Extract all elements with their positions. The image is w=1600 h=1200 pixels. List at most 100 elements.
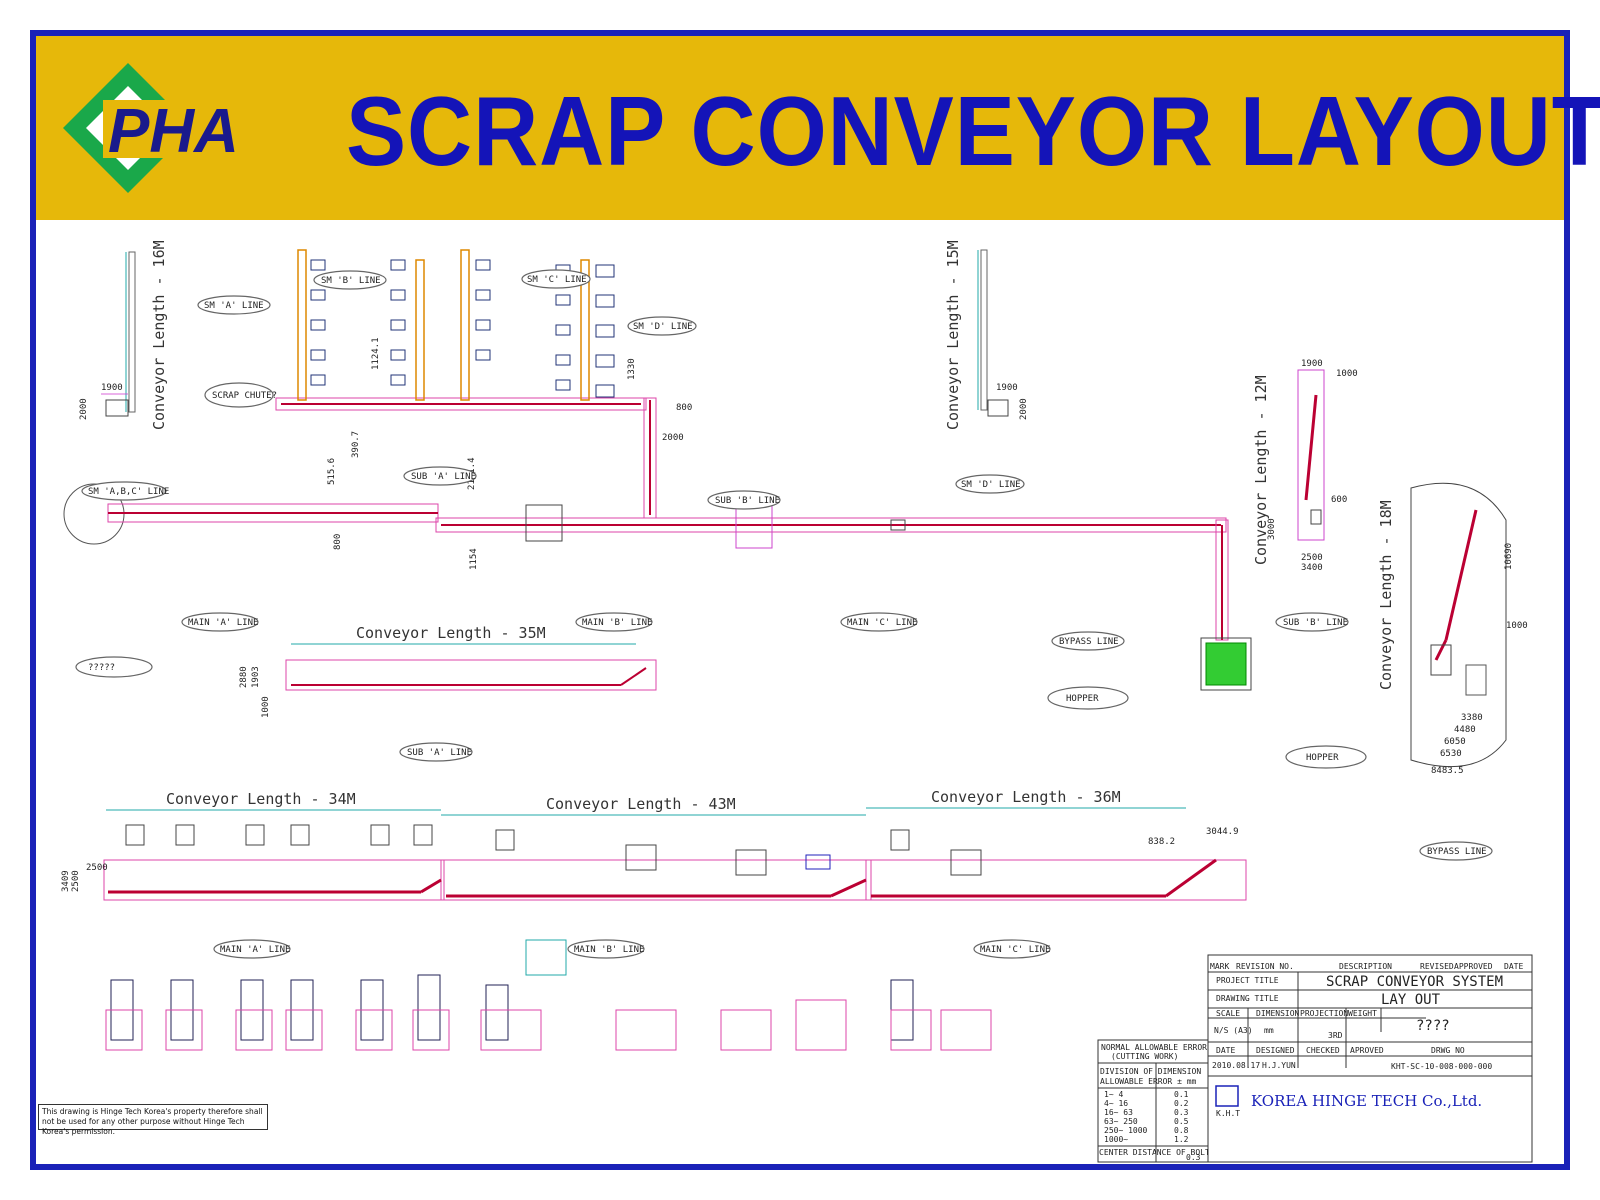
svg-text:16~ 63: 16~ 63 [1104,1108,1133,1117]
svg-text:DESIGNED: DESIGNED [1256,1046,1295,1055]
svg-text:APROVED: APROVED [1350,1046,1384,1055]
dim-label: 1000 [261,696,271,718]
main-line-plan [63,483,1252,691]
dim-label: 2500 [86,863,108,873]
svg-text:K.H.T: K.H.T [1216,1109,1240,1118]
dim-label: 2000 [79,398,89,420]
tolerance-footer: CENTER DISTANCE OF BOLT HOLE & TAP [1099,1148,1263,1157]
dim-label: 8483.5 [1431,766,1464,776]
svg-text:0.3: 0.3 [1174,1108,1189,1117]
conveyor-length-label: Conveyor Length - 16M [150,240,168,430]
svg-text:WEIGHT: WEIGHT [1348,1009,1377,1018]
layout-drawing: 1900 2000 Conveyor Length - 16M [61,240,1533,1163]
svg-text:3RD: 3RD [1328,1031,1343,1040]
dim-label: 2500 [1301,553,1323,563]
tolerance-table: NORMAL ALLOWABLE ERROR (CUTTING WORK) DI… [1097,1039,1263,1163]
svg-text:63~ 250: 63~ 250 [1104,1117,1138,1126]
dim-label: 1900 [101,383,123,393]
conveyor-length-label: Conveyor Length - 35M [356,624,546,642]
conveyor-length-label: Conveyor Length - 36M [931,788,1121,806]
logo-text: PHA [108,97,239,166]
svg-text:mm: mm [1264,1026,1274,1035]
callout-label: SUB 'A' LINE [407,748,472,758]
dim-label: 3409 [61,870,71,892]
callout-label: SM 'B' LINE [321,276,381,286]
dim-label: 3400 [1301,563,1323,573]
callout-label: BYPASS LINE [1059,637,1119,647]
drawing-title: LAY OUT [1381,992,1441,1008]
drawing-number: KHT-SC-10-008-000-000 [1391,1062,1492,1071]
header-banner: PHA SCRAP CONVEYOR LAYOUT [36,36,1600,220]
dim-label: 800 [333,534,343,550]
svg-text:0.5: 0.5 [1174,1117,1189,1126]
callout-label: HOPPER [1306,753,1339,763]
svg-text:DATE: DATE [1216,1046,1235,1055]
dim-label: 1124.1 [371,337,381,370]
svg-text:1~ 4: 1~ 4 [1104,1090,1123,1099]
title-block: MARK REVISION NO. DESCRIPTION REVISED AP… [1207,954,1533,1163]
callout-label: MAIN 'B' LINE [574,945,644,955]
callout-label: BYPASS LINE [1427,847,1487,857]
svg-text:DESCRIPTION: DESCRIPTION [1339,962,1392,971]
dim-label: 1000 [1506,621,1528,631]
svg-text:1.2: 1.2 [1174,1135,1189,1144]
dim-label: 10690 [1504,543,1514,570]
weight-value: ???? [1416,1018,1450,1034]
dim-label: 1900 [996,383,1018,393]
dim-label: 3380 [1461,713,1483,723]
conveyor-length-label: Conveyor Length - 15M [944,240,962,430]
callout-label: SCRAP CHUTE? [212,391,277,401]
svg-text:DRWG NO: DRWG NO [1431,1046,1465,1055]
sub-b-elevation: 1900 1000 600 3000 2500 3400 Conveyor Le… [1252,359,1358,573]
sub-a-elevation: Conveyor Length - 35M 2880 1903 1000 [239,624,657,718]
page-title: SCRAP CONVEYOR LAYOUT [346,76,1600,186]
callout-label: MAIN 'A' LINE [188,618,258,628]
svg-text:DATE: DATE [1504,962,1523,971]
dim-label: 390.7 [351,431,361,458]
tolerance-footer-value: 0.3 [1186,1153,1201,1162]
callout-label: HOPPER [1066,694,1099,704]
dim-label: 1330 [627,358,637,380]
dim-label: 3044.9 [1206,827,1239,837]
dim-label: 4480 [1454,725,1476,735]
svg-text:DRAWING TITLE: DRAWING TITLE [1216,994,1279,1003]
dim-label: 2000 [662,433,684,443]
svg-text:APPROVED: APPROVED [1454,962,1493,971]
main-elevation: Conveyor Length - 34M Conveyor Length - … [61,788,1247,901]
drawing-frame: PHA SCRAP CONVEYOR LAYOUT 1900 2000 Conv… [30,30,1600,1170]
conveyor-length-label: Conveyor Length - 18M [1377,500,1395,690]
callout-label: SM 'D' LINE [633,322,693,332]
svg-text:SCALE: SCALE [1216,1009,1240,1018]
svg-text:PROJECT TITLE: PROJECT TITLE [1216,976,1279,985]
conveyor-length-label: Conveyor Length - 34M [166,790,356,808]
dim-label: 3000 [1267,518,1277,540]
svg-text:REVISION NO.: REVISION NO. [1236,962,1294,971]
svg-text:PROJECTION: PROJECTION [1300,1009,1348,1018]
dim-label: 1900 [1301,359,1323,369]
dim-label: 600 [1331,495,1347,505]
callout-label: ????? [88,663,115,673]
dim-label: 1154 [469,548,479,570]
sm-d-elevation: 1900 2000 Conveyor Length - 15M [944,240,1029,430]
svg-text:1000~: 1000~ [1104,1135,1128,1144]
tolerance-heading: NORMAL ALLOWABLE ERROR [1101,1043,1207,1052]
callout-label: SM 'A' LINE [204,301,264,311]
svg-text:N/S (A3): N/S (A3) [1214,1026,1253,1035]
bypass-elevation: 10690 1000 3380 4480 6050 6530 8483.5 Co… [1377,482,1528,776]
tolerance-subheading: (CUTTING WORK) [1111,1052,1178,1061]
callout-label: SUB 'B' LINE [1283,618,1348,628]
svg-text:REVISED: REVISED [1420,962,1454,971]
callout-label: MAIN 'C' LINE [980,945,1050,955]
dim-label: 6530 [1440,749,1462,759]
svg-text:MARK: MARK [1210,962,1229,971]
tolerance-col1: DIVISION OF DIMENSION [1100,1067,1201,1076]
svg-text:2010.08.17: 2010.08.17 [1212,1061,1260,1070]
section-views [105,939,992,1051]
dim-label: 2000 [1019,398,1029,420]
svg-text:H.J.YUN: H.J.YUN [1262,1061,1296,1070]
svg-text:0.2: 0.2 [1174,1099,1189,1108]
callout-label: MAIN 'C' LINE [847,618,917,628]
disclaimer: This drawing is Hinge Tech Korea's prope… [38,1104,268,1136]
callouts: SM 'A' LINE SM 'B' LINE SM 'C' LINE SM '… [75,269,1493,959]
callout-label: SM 'C' LINE [527,275,587,285]
